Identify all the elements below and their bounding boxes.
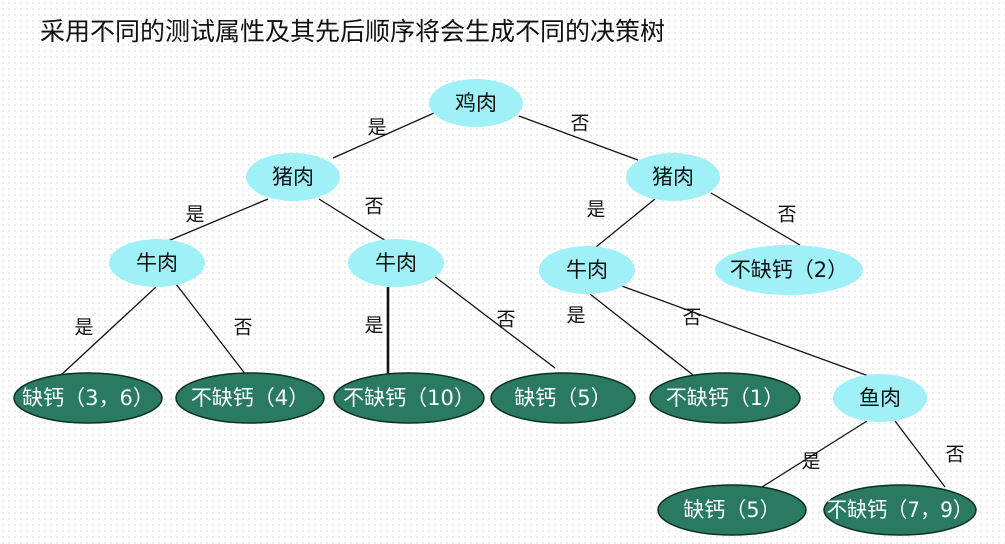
node-label: 缺钙（5） xyxy=(514,386,611,410)
node-ellipse xyxy=(626,153,720,201)
edge-label-n2-n5: 否 xyxy=(364,196,383,218)
tree-node-n3: 猪肉 xyxy=(626,153,720,201)
edge-label-n3-n7: 否 xyxy=(777,204,796,226)
node-label: 牛肉 xyxy=(375,251,417,275)
tree-edge-n1-n3 xyxy=(518,115,639,161)
node-ellipse xyxy=(13,372,163,424)
node-ellipse xyxy=(348,239,444,287)
tree-edge-n3-n6 xyxy=(595,198,656,248)
edge-label-n3-n6: 是 xyxy=(586,199,605,221)
tree-edge-n4-l1 xyxy=(60,286,157,376)
edge-label-n1-n2: 是 xyxy=(367,117,386,139)
node-label: 缺钙（3，6） xyxy=(22,386,154,410)
node-ellipse xyxy=(333,372,485,424)
node-ellipse xyxy=(649,372,801,424)
node-ellipse xyxy=(109,239,205,287)
page-title: 采用不同的测试属性及其先后顺序将会生成不同的决策树 xyxy=(40,17,666,46)
leaf-node-l1: 缺钙（3，6） xyxy=(13,372,163,424)
node-label: 不缺钙（4） xyxy=(191,386,309,410)
tree-node-n5: 牛肉 xyxy=(348,239,444,287)
tree-node-n2: 猪肉 xyxy=(246,153,340,201)
leaf-node-l7: 不缺钙（7，9） xyxy=(823,484,977,536)
node-ellipse xyxy=(657,484,807,536)
edge-label-n6-l5: 是 xyxy=(566,305,585,327)
edge-label-n4-l1: 是 xyxy=(74,317,93,339)
node-ellipse xyxy=(823,484,977,536)
node-label: 鸡肉 xyxy=(455,91,497,115)
node-ellipse xyxy=(715,245,863,295)
edge-labels-layer: 是否是否是否是否是否是否是否 xyxy=(74,113,964,473)
edge-label-n1-n3: 否 xyxy=(570,113,589,135)
leaf-node-l2: 不缺钙（4） xyxy=(175,372,325,424)
node-ellipse xyxy=(246,153,340,201)
node-ellipse xyxy=(175,372,325,424)
edges-layer xyxy=(60,112,946,488)
leaf-node-l3: 不缺钙（10） xyxy=(333,372,485,424)
node-ellipse xyxy=(429,79,523,127)
node-ellipse xyxy=(539,246,635,294)
edge-label-n4-l2: 否 xyxy=(233,317,252,339)
node-label: 不缺钙（10） xyxy=(343,386,475,410)
tree-edge-n6-n8 xyxy=(618,284,875,379)
node-ellipse xyxy=(833,374,927,422)
edge-label-n2-n4: 是 xyxy=(185,204,204,226)
tree-edge-n8-l7 xyxy=(894,420,946,488)
tree-node-n7: 不缺钙（2） xyxy=(715,245,863,295)
node-label: 牛肉 xyxy=(566,258,608,282)
edge-label-n8-l7: 否 xyxy=(945,444,964,466)
tree-edge-n5-l4 xyxy=(433,275,556,369)
tree-edge-n2-n5 xyxy=(318,198,387,242)
leaf-node-l4: 缺钙（5） xyxy=(490,372,636,424)
leaf-node-l6: 缺钙（5） xyxy=(657,484,807,536)
node-label: 不缺钙（1） xyxy=(666,386,784,410)
tree-node-n4: 牛肉 xyxy=(109,239,205,287)
tree-edge-n4-l2 xyxy=(175,283,247,376)
node-label: 猪肉 xyxy=(652,165,694,189)
node-label: 鱼肉 xyxy=(859,386,901,410)
tree-edge-n6-l5 xyxy=(589,293,694,376)
tree-edge-n8-l6 xyxy=(761,420,868,488)
edge-label-n6-n8: 否 xyxy=(682,307,701,329)
leaf-node-l5: 不缺钙（1） xyxy=(649,372,801,424)
tree-node-n8: 鱼肉 xyxy=(833,374,927,422)
tree-edge-n3-n7 xyxy=(710,192,801,246)
edge-label-n5-l4: 否 xyxy=(496,309,515,331)
node-label: 不缺钙（7，9） xyxy=(827,498,973,522)
tree-edge-n1-n2 xyxy=(332,112,435,159)
node-ellipse xyxy=(490,372,636,424)
tree-node-n1: 鸡肉 xyxy=(429,79,523,127)
edge-label-n8-l6: 是 xyxy=(801,451,820,473)
node-label: 不缺钙（2） xyxy=(730,258,848,282)
tree-edge-n2-n4 xyxy=(167,198,269,242)
node-label: 牛肉 xyxy=(136,251,178,275)
tree-node-n6: 牛肉 xyxy=(539,246,635,294)
node-label: 猪肉 xyxy=(272,165,314,189)
edge-label-n5-l3: 是 xyxy=(364,315,383,337)
node-label: 缺钙（5） xyxy=(683,498,780,522)
